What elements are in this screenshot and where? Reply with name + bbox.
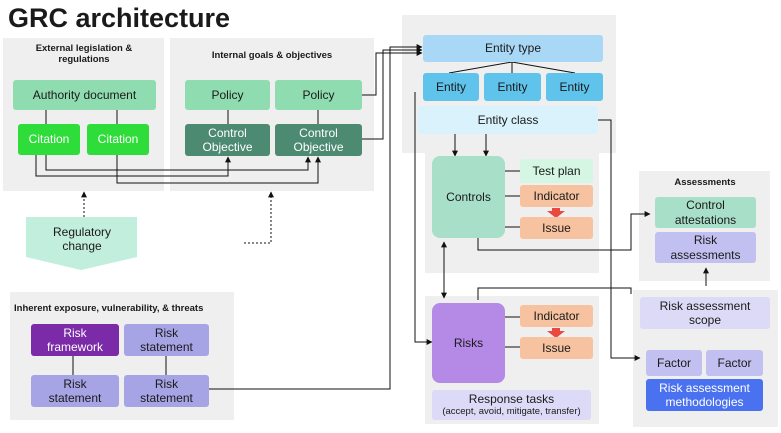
risk-framework-node: Risk framework [31, 324, 119, 356]
citation-node-2: Citation [87, 124, 149, 155]
risk-assessments-node: Risk assessments [655, 232, 756, 263]
factor-node-2: Factor [706, 350, 763, 376]
external-legislation-panel [3, 38, 164, 191]
response-tasks-node: Response tasks (accept, avoid, mitigate,… [432, 390, 591, 420]
control-objective-node-2: Control Objective [275, 124, 362, 156]
risk-assessment-scope-node: Risk assessment scope [640, 297, 770, 329]
test-plan-node: Test plan [520, 159, 593, 183]
indicator-issue-arrow-1 [547, 208, 565, 218]
risk-assessment-methodologies-node: Risk assessment methodologies [646, 379, 763, 411]
indicator-node-1: Indicator [520, 185, 593, 207]
policy-node-1: Policy [185, 80, 270, 110]
risks-node: Risks [432, 303, 505, 383]
entity-node-3: Entity [546, 73, 603, 101]
entity-class-node: Entity class [418, 106, 598, 134]
entity-node-2: Entity [484, 73, 541, 101]
response-tasks-detail: (accept, avoid, mitigate, transfer) [442, 405, 581, 417]
indicator-node-2: Indicator [520, 305, 593, 327]
regulatory-change-label: Regulatory change [52, 224, 112, 253]
risk-statement-node-3: Risk statement [124, 375, 209, 407]
diagram-title: GRC architecture [8, 3, 231, 33]
assessments-title: Assessments [674, 177, 736, 188]
internal-goals-title: Internal goals & objectives [211, 50, 333, 61]
entity-type-node: Entity type [423, 35, 603, 62]
indicator-issue-arrow-2 [547, 328, 565, 338]
issue-node-2: Issue [520, 337, 593, 359]
internal-goals-panel [170, 38, 374, 191]
authority-document-node: Authority document [13, 80, 156, 110]
regulatory-change-shape [26, 217, 137, 270]
control-objective-node-1: Control Objective [185, 124, 270, 156]
external-legislation-title: External legislation & regulations [35, 43, 133, 65]
risk-statement-node-2: Risk statement [31, 375, 119, 407]
policy-node-2: Policy [275, 80, 362, 110]
citation-node-1: Citation [18, 124, 80, 155]
control-attestations-node: Control attestations [655, 197, 756, 228]
response-tasks-main: Response tasks [468, 392, 555, 407]
risk-statement-node-1: Risk statement [124, 324, 209, 356]
controls-node: Controls [432, 156, 505, 238]
factor-node-1: Factor [646, 350, 702, 376]
entity-node-1: Entity [423, 73, 479, 101]
inherent-exposure-title: Inherent exposure, vulnerability, & thre… [14, 303, 204, 314]
issue-node-1: Issue [520, 217, 593, 239]
